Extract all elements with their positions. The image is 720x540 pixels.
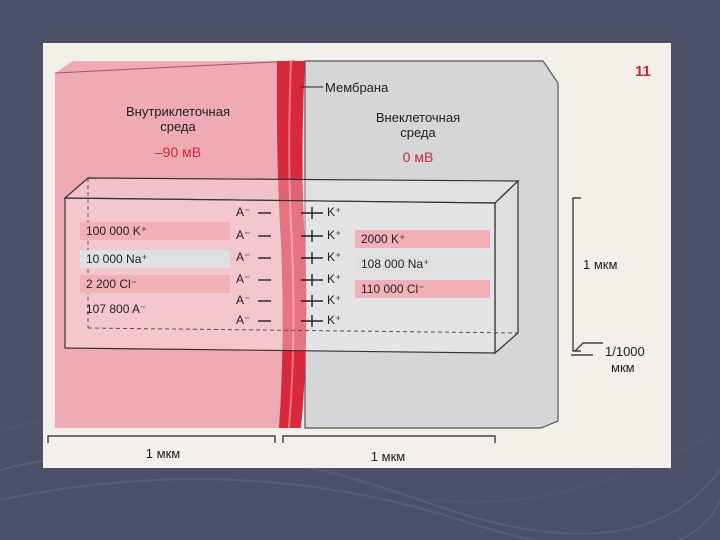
membrane-label: Мембрана [325,80,389,95]
membrane-anion: A⁻ [236,205,251,219]
inside-ion-band: 107 800 A⁻ [86,302,147,316]
page-number: 11 [635,63,651,80]
inside-ion-band: 100 000 K⁺ [80,222,230,240]
membrane-cation: K⁺ [327,272,342,286]
membrane-anion: A⁻ [236,250,251,264]
outside-title-line2: среда [400,125,436,140]
inside-title-line1: Внутриклеточная [126,104,230,119]
scale-thickness-label: 1 мкм [583,257,618,272]
scale-fraction-line2: мкм [611,360,635,375]
inside-title-line2: среда [160,119,196,134]
outside-ion-band: 108 000 Na⁺ [355,255,490,273]
scale-fraction-line1: 1/1000 [605,344,645,359]
inside-ion-band: 10 000 Na⁺ [80,250,230,268]
scale-bottom-left: 1 мкм [145,446,181,461]
inside-ion-band: 2 200 Cl⁻ [80,275,230,293]
membrane-cation: K⁺ [327,313,342,327]
membrane-diagram: 11 Мембрана Внутриклеточная среда –90 мВ… [43,43,671,468]
membrane-anion: A⁻ [236,313,251,327]
membrane-anion: A⁻ [236,228,251,242]
membrane-cation: K⁺ [327,228,342,242]
membrane-cation: K⁺ [327,293,342,307]
membrane-cation: K⁺ [327,250,342,264]
inside-potential: –90 мВ [154,144,202,160]
membrane-anion: A⁻ [236,272,251,286]
outside-ion-band: 110 000 Cl⁻ [355,280,490,298]
outside-ion-band: 2000 K⁺ [355,230,490,248]
outside-title-line1: Внеклеточная [375,110,461,125]
diagram-drawing [47,60,603,443]
outside-potential: 0 мВ [402,149,434,165]
scale-bottom-right: 1 мкм [370,449,406,464]
membrane-anion: A⁻ [236,293,251,307]
membrane-cation: K⁺ [327,205,342,219]
